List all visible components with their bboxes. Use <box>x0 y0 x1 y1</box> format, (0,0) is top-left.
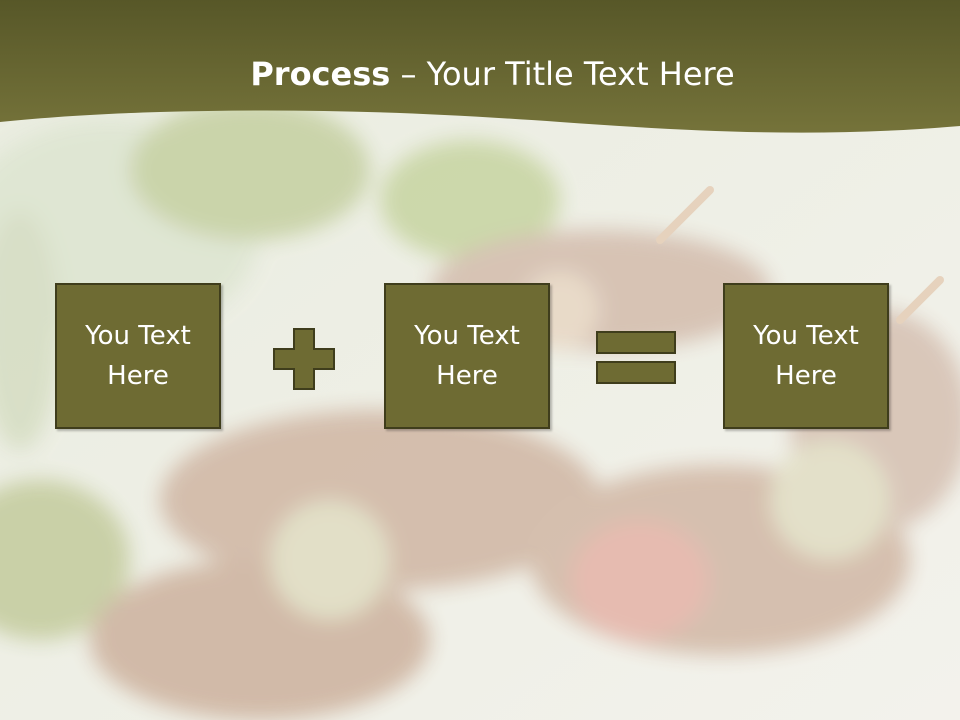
plus-icon <box>273 328 335 390</box>
title-rest-text: – Your Title Text Here <box>390 55 735 93</box>
process-box-1-label: You Text Here <box>85 321 191 391</box>
process-box-3[interactable]: You Text Here <box>723 283 889 429</box>
title-banner <box>0 0 960 133</box>
slide-title: Process – Your Title Text Here <box>0 52 960 96</box>
process-box-2[interactable]: You Text Here <box>384 283 550 429</box>
equals-icon <box>596 331 676 384</box>
process-box-1[interactable]: You Text Here <box>55 283 221 429</box>
title-bold-text: Process <box>250 55 391 93</box>
process-box-3-label: You Text Here <box>753 321 859 391</box>
process-box-2-label: You Text Here <box>414 321 520 391</box>
